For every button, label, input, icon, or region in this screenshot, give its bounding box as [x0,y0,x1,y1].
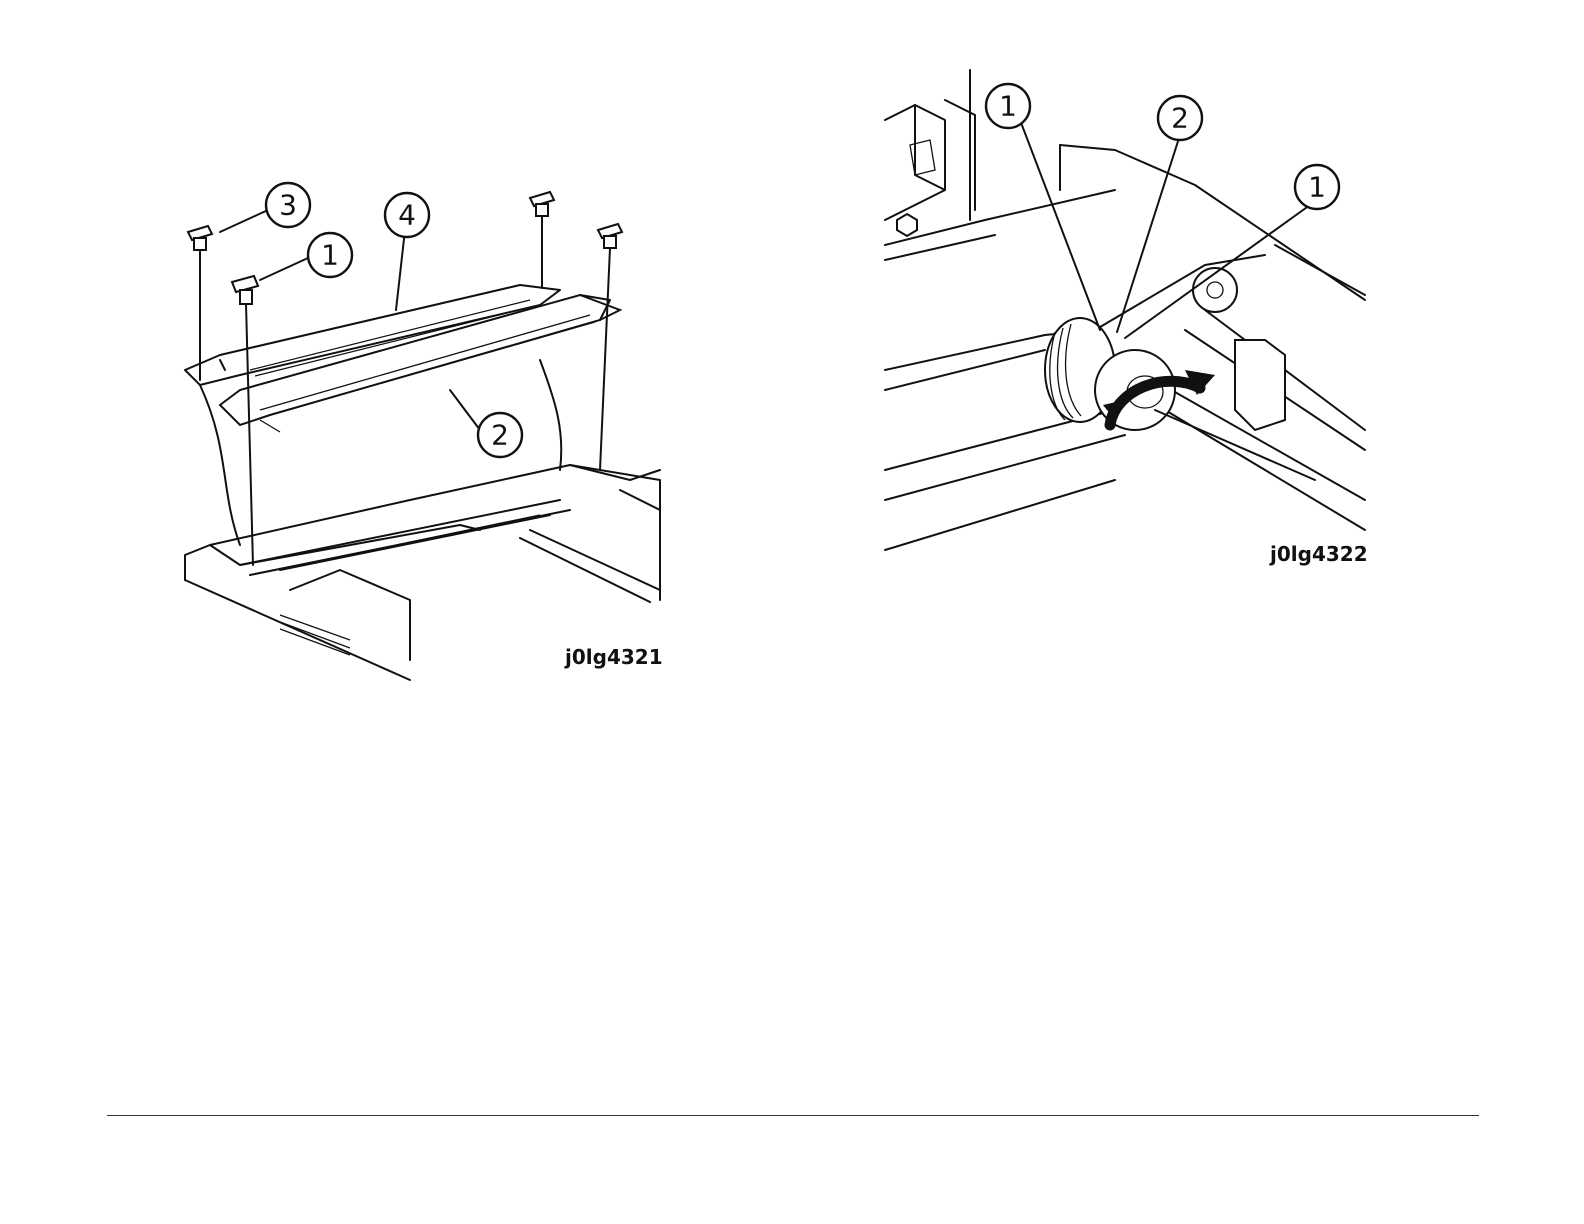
figure-right: 1 2 1 j0lg4322 [885,70,1385,570]
svg-text:2: 2 [491,419,509,452]
callout-1: 1 [986,84,1030,128]
svg-text:4: 4 [398,199,416,232]
screw-icon [598,224,622,470]
figure-right-drawing: 1 2 1 [885,70,1385,570]
screw-icon [188,226,212,380]
svg-text:1: 1 [321,239,339,272]
callout-1: 1 [308,233,352,277]
svg-text:2: 2 [1171,102,1189,135]
callout-4: 4 [385,193,429,237]
svg-text:1: 1 [999,90,1017,123]
svg-text:3: 3 [279,189,297,222]
figure-id-label: j0lg4321 [565,645,663,669]
callout-3: 3 [266,183,310,227]
callout-2: 2 [1158,96,1202,140]
svg-text:1: 1 [1308,171,1326,204]
figure-left: 3 4 1 2 j0lg4321 [180,170,680,680]
figure-id-label: j0lg4322 [1270,542,1368,566]
footer-divider [107,1115,1479,1116]
callout-2: 2 [478,413,522,457]
figure-left-drawing: 3 4 1 2 [180,170,680,680]
screw-icon [530,192,554,288]
callout-1: 1 [1295,165,1339,209]
